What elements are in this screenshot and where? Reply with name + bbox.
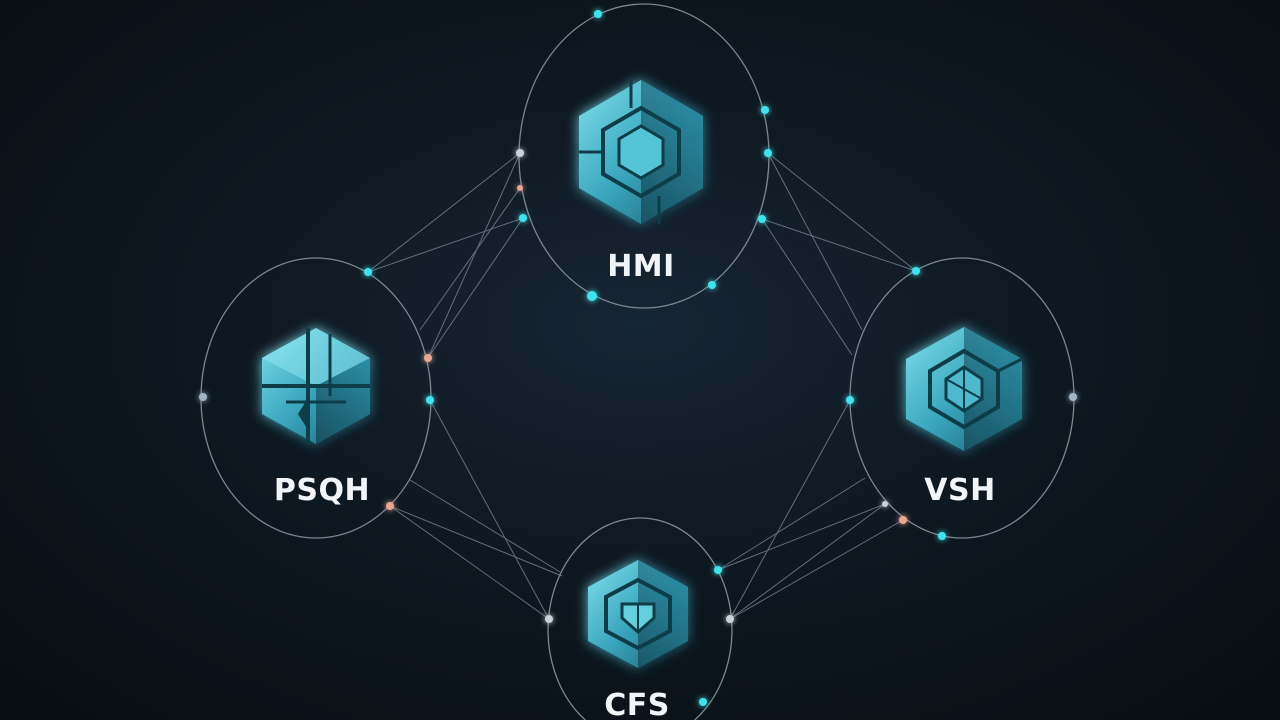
connector-dot xyxy=(364,268,372,276)
connector-dot xyxy=(882,501,888,507)
connector-dot xyxy=(764,149,772,157)
cfs-label: CFS xyxy=(604,688,670,720)
connector-dot xyxy=(199,393,207,401)
connection-line xyxy=(729,519,904,620)
connector-dot xyxy=(519,214,527,222)
connector-dot xyxy=(386,502,394,510)
vsh-cube-icon xyxy=(906,327,1023,451)
connector-dot xyxy=(758,215,766,223)
connection-line xyxy=(427,152,521,359)
connector-dot xyxy=(912,267,920,275)
connector-dot xyxy=(545,615,553,623)
connector-dot xyxy=(708,281,716,289)
connector-dot xyxy=(426,396,434,404)
connector-dot xyxy=(846,396,854,404)
cfs-ring xyxy=(547,517,733,720)
connector-dot xyxy=(714,566,722,574)
connector-dot xyxy=(726,615,734,623)
connector-dot xyxy=(761,106,769,114)
connector-dot xyxy=(699,698,707,706)
connection-line xyxy=(717,503,886,571)
connector-dot xyxy=(587,291,597,301)
connection-line xyxy=(419,187,521,331)
connector-dot xyxy=(594,10,602,18)
connector-dot xyxy=(1069,393,1077,401)
connection-line xyxy=(717,477,866,571)
connection-line xyxy=(389,505,563,577)
connection-line xyxy=(427,217,524,359)
connection-line xyxy=(729,503,886,620)
connection-line xyxy=(367,217,524,273)
connector-dot xyxy=(424,354,432,362)
connection-line xyxy=(389,505,550,620)
hmi-label: HMI xyxy=(607,249,675,284)
psqh-label: PSQH xyxy=(274,473,370,508)
connection-lines xyxy=(367,152,917,620)
hmi-cube-icon xyxy=(579,80,703,224)
connector-dot xyxy=(938,532,946,540)
psqh-cube-icon xyxy=(262,328,370,444)
connection-line xyxy=(729,399,851,620)
connector-dot xyxy=(899,516,907,524)
cfs-shield-icon xyxy=(588,560,688,668)
connection-line xyxy=(429,399,550,620)
vsh-label: VSH xyxy=(924,473,995,508)
connection-line xyxy=(761,218,853,356)
connection-line xyxy=(767,152,917,272)
connection-line xyxy=(761,218,917,272)
connection-line xyxy=(367,152,521,273)
connector-dot xyxy=(517,185,523,191)
connector-dot xyxy=(516,149,524,157)
connection-line xyxy=(767,152,863,331)
connection-line xyxy=(409,479,561,573)
